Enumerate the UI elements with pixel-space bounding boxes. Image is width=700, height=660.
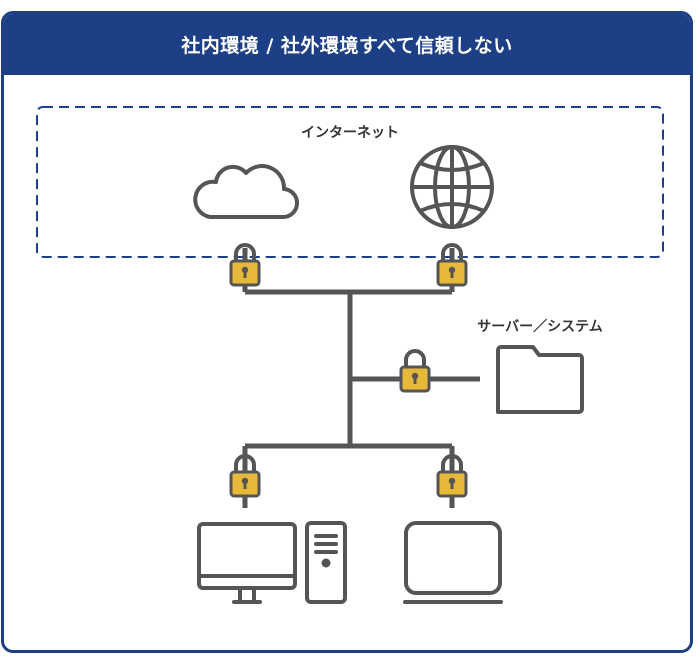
diagram-title: 社内環境 / 社外環境すべて信頼しない bbox=[181, 35, 513, 57]
internet-zone-border bbox=[36, 106, 664, 258]
lock-icon-server bbox=[399, 349, 431, 393]
cloud-icon bbox=[193, 164, 300, 220]
folder-icon bbox=[496, 345, 584, 414]
desktop-computer-icon bbox=[197, 521, 347, 604]
header-bar: 社内環境 / 社外環境すべて信頼しない bbox=[4, 14, 690, 75]
internet-label: インターネット bbox=[301, 125, 399, 141]
globe-icon bbox=[410, 145, 494, 229]
server-label: サーバー／システム bbox=[477, 319, 602, 335]
laptop-icon bbox=[403, 521, 503, 604]
